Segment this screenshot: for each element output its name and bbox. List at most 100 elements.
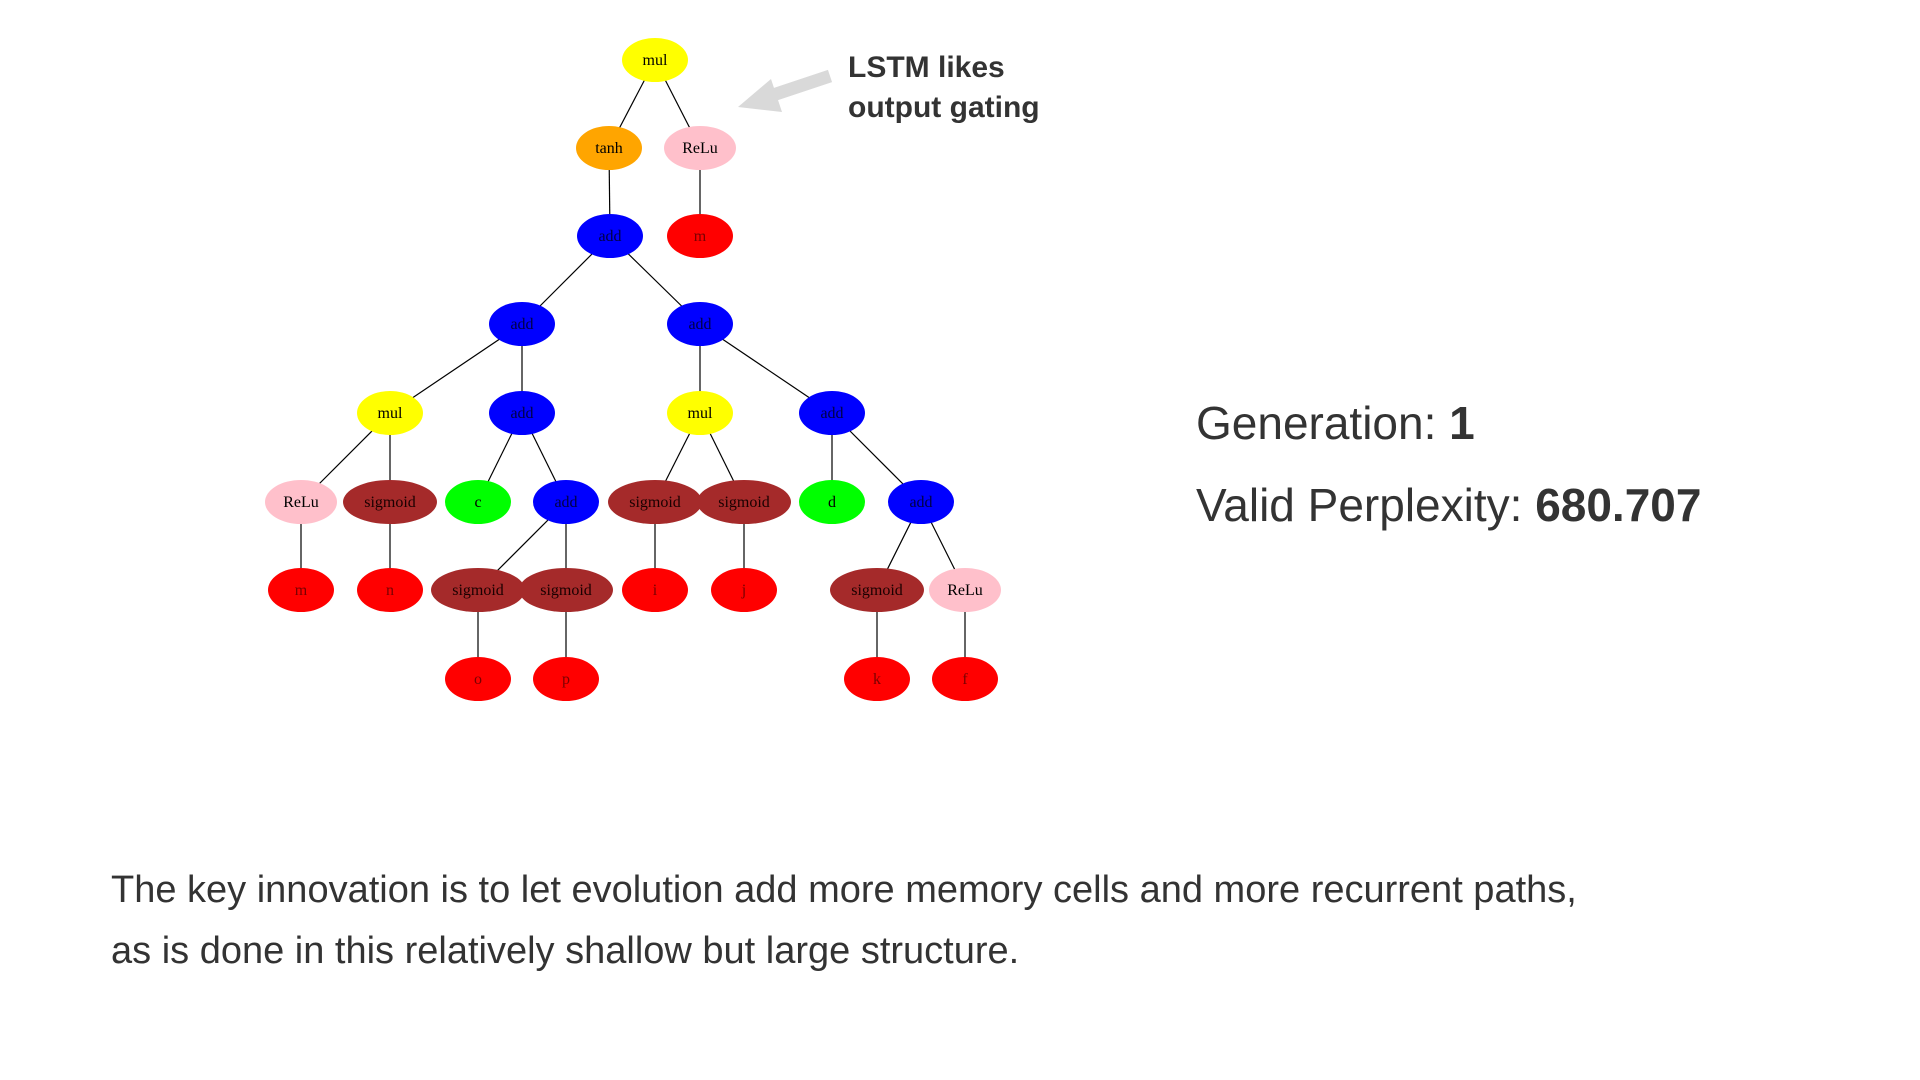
node-ellipse — [667, 214, 733, 258]
node-ellipse — [888, 480, 954, 524]
node-ellipse — [343, 480, 437, 524]
node-ellipse — [799, 480, 865, 524]
tree-node-add: add — [888, 480, 954, 524]
caption-line: The key innovation is to let evolution a… — [111, 869, 1577, 911]
tree-node-add: add — [799, 391, 865, 435]
node-label: sigmoid — [851, 582, 903, 599]
node-label: f — [962, 671, 968, 688]
tree-node-input-red: i — [622, 568, 688, 612]
node-label: i — [653, 582, 658, 599]
node-ellipse — [357, 568, 423, 612]
node-ellipse — [799, 391, 865, 435]
annotation-line: LSTM likes — [848, 51, 1005, 84]
node-label: add — [554, 494, 577, 511]
node-label: add — [909, 494, 932, 511]
node-label: c — [474, 494, 481, 511]
perplexity-row: Valid Perplexity: 680.707 — [1196, 464, 1701, 546]
node-label: sigmoid — [629, 494, 681, 511]
annotation-arrow-head — [738, 79, 782, 112]
node-label: add — [510, 316, 533, 333]
node-ellipse — [357, 391, 423, 435]
tree-node-input-red: f — [932, 657, 998, 701]
node-label: ReLu — [283, 494, 319, 511]
node-label: sigmoid — [364, 494, 416, 511]
tree-node-mul: mul — [622, 38, 688, 82]
node-label: m — [694, 228, 707, 245]
node-label: mul — [378, 405, 403, 422]
node-ellipse — [664, 126, 736, 170]
generation-row: Generation: 1 — [1196, 382, 1701, 464]
annotation-line: output gating — [848, 91, 1040, 124]
caption-line: as is done in this relatively shallow bu… — [111, 930, 1020, 972]
tree-node-add: add — [489, 391, 555, 435]
tree-node-relu: ReLu — [265, 480, 337, 524]
node-ellipse — [445, 480, 511, 524]
node-ellipse — [533, 480, 599, 524]
tree-node-input-red: m — [667, 214, 733, 258]
node-ellipse — [608, 480, 702, 524]
tree-node-input-green: c — [445, 480, 511, 524]
tree-node-input-red: j — [711, 568, 777, 612]
node-ellipse — [431, 568, 525, 612]
node-label: mul — [688, 405, 713, 422]
node-label: j — [741, 582, 746, 599]
node-label: p — [562, 671, 570, 688]
tree-node-sigmoid: sigmoid — [830, 568, 924, 612]
tree-node-add: add — [489, 302, 555, 346]
tree-node-sigmoid: sigmoid — [697, 480, 791, 524]
tree-node-input-red: n — [357, 568, 423, 612]
tree-node-add: add — [533, 480, 599, 524]
tree-node-relu: ReLu — [929, 568, 1001, 612]
node-label: ReLu — [682, 140, 718, 157]
annotation-arrow — [738, 69, 833, 112]
node-ellipse — [268, 568, 334, 612]
stats-panel: Generation: 1 Valid Perplexity: 680.707 — [1196, 382, 1701, 546]
node-ellipse — [577, 214, 643, 258]
node-label: sigmoid — [718, 494, 770, 511]
node-ellipse — [519, 568, 613, 612]
node-label: n — [386, 582, 394, 599]
node-label: m — [295, 582, 308, 599]
tree-node-tanh: tanh — [576, 126, 642, 170]
generation-label: Generation: — [1196, 397, 1450, 449]
tree-node-input-red: k — [844, 657, 910, 701]
tree-node-input-green: d — [799, 480, 865, 524]
node-ellipse — [844, 657, 910, 701]
node-ellipse — [622, 568, 688, 612]
node-label: add — [510, 405, 533, 422]
tree-node-add: add — [577, 214, 643, 258]
tree-node-input-red: o — [445, 657, 511, 701]
tree-node-mul: mul — [667, 391, 733, 435]
tree-node-sigmoid: sigmoid — [608, 480, 702, 524]
node-ellipse — [533, 657, 599, 701]
node-label: add — [688, 316, 711, 333]
node-ellipse — [622, 38, 688, 82]
node-label: add — [820, 405, 843, 422]
node-label: tanh — [595, 140, 623, 157]
node-label: add — [598, 228, 621, 245]
node-label: sigmoid — [540, 582, 592, 599]
caption-text: The key innovation is to let evolution a… — [111, 860, 1831, 982]
tree-node-sigmoid: sigmoid — [519, 568, 613, 612]
tree-node-mul: mul — [357, 391, 423, 435]
node-ellipse — [445, 657, 511, 701]
lstm-annotation: LSTM likes output gating — [848, 48, 1040, 128]
node-label: k — [873, 671, 881, 688]
node-ellipse — [929, 568, 1001, 612]
node-label: o — [474, 671, 482, 688]
node-ellipse — [932, 657, 998, 701]
tree-node-sigmoid: sigmoid — [343, 480, 437, 524]
node-label: mul — [643, 52, 668, 69]
tree-node-sigmoid: sigmoid — [431, 568, 525, 612]
node-ellipse — [265, 480, 337, 524]
perplexity-label: Valid Perplexity: — [1196, 479, 1536, 531]
node-ellipse — [489, 391, 555, 435]
node-ellipse — [711, 568, 777, 612]
generation-value: 1 — [1449, 397, 1475, 449]
node-ellipse — [576, 126, 642, 170]
node-ellipse — [667, 302, 733, 346]
node-label: d — [828, 494, 836, 511]
tree-node-input-red: p — [533, 657, 599, 701]
